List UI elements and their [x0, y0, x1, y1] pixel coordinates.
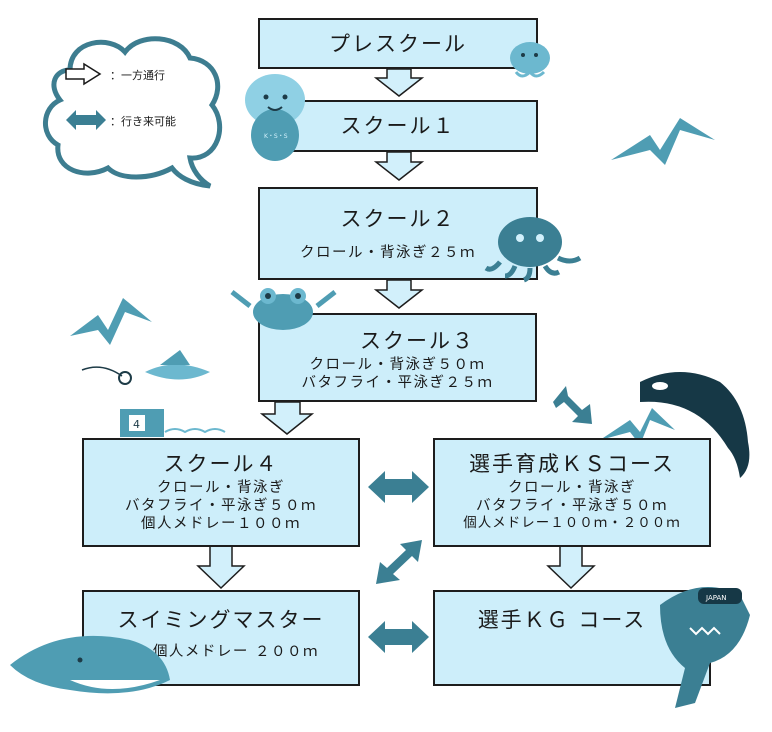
legend-one-way-label: ：一方通行 [110, 67, 165, 83]
ks-course-line-1: クロール・背泳ぎ [435, 479, 709, 497]
bird-shape-left [70, 298, 152, 345]
legend-two-way-label: ：行き来可能 [110, 113, 176, 129]
box-school-3: スクール３ クロール・背泳ぎ５０ｍ バタフライ・平泳ぎ２５ｍ [258, 313, 537, 402]
double-arrow-s4-ks-icon [368, 471, 429, 503]
swim-master-title: スイミングマスター [84, 608, 358, 633]
arrow-pre-to-s1 [376, 69, 422, 96]
ks-course-title: 選手育成ＫＳコース [435, 452, 709, 477]
swim-master-line-1: 個人メドレー ２００ｍ [114, 643, 358, 661]
legend-cloud: ：一方通行 ：行き来可能 [40, 30, 225, 190]
double-arrow-s4diag-icon [376, 540, 422, 584]
double-arrow-s3-ks-icon [553, 386, 592, 424]
box-school-1: スクール１ [258, 100, 538, 152]
ks-course-line-2: バタフライ・平泳ぎ５０ｍ [435, 497, 709, 515]
ks-course-line-3: 個人メドレー１００ｍ・２００ｍ [435, 515, 709, 532]
school-2-title: スクール２ [260, 207, 536, 232]
sign-board-icon [120, 409, 164, 437]
two-way-arrow-icon [64, 108, 108, 132]
arrow-s2-to-s3 [376, 280, 422, 308]
pre-school-title: プレスクール [260, 32, 536, 57]
box-swim-master: スイミングマスター 個人メドレー ２００ｍ [82, 590, 360, 686]
school-4-line-3: 個人メドレー１００ｍ [84, 515, 358, 533]
double-arrow-master-kg-icon [368, 621, 429, 653]
school-4-title: スクール４ [84, 452, 358, 477]
box-pre-school: プレスクール [258, 18, 538, 69]
school-2-line-1: クロール・背泳ぎ２５ｍ [260, 244, 516, 262]
school-4-line-2: バタフライ・平泳ぎ５０ｍ [84, 497, 358, 515]
arrow-ks-to-kg [548, 546, 594, 588]
box-school-4: スクール４ クロール・背泳ぎ バタフライ・平泳ぎ５０ｍ 個人メドレー１００ｍ [82, 438, 360, 547]
school-3-title: スクール３ [300, 329, 535, 354]
school-4-line-1: クロール・背泳ぎ [84, 479, 358, 497]
arrow-s1-to-s2 [376, 152, 422, 180]
arrow-s4-to-master [198, 546, 244, 588]
school-3-line-1: クロール・背泳ぎ５０ｍ [260, 356, 535, 374]
box-school-2: スクール２ クロール・背泳ぎ２５ｍ [258, 187, 538, 280]
sign-number: 4 [133, 418, 140, 431]
school-1-title: スクール１ [260, 114, 536, 139]
box-kg-course: 選手ＫＧ コース [433, 590, 711, 686]
school-3-line-2: バタフライ・平泳ぎ２５ｍ [260, 374, 535, 392]
wave-line [165, 429, 225, 432]
one-way-arrow-icon [64, 62, 104, 86]
kg-course-title: 選手ＫＧ コース [435, 608, 689, 633]
bird-shape-right [611, 118, 715, 165]
box-ks-course: 選手育成ＫＳコース クロール・背泳ぎ バタフライ・平泳ぎ５０ｍ 個人メドレー１０… [433, 438, 711, 547]
arrow-s3-to-s4 [262, 402, 312, 434]
flying-fish-icon [82, 350, 210, 384]
